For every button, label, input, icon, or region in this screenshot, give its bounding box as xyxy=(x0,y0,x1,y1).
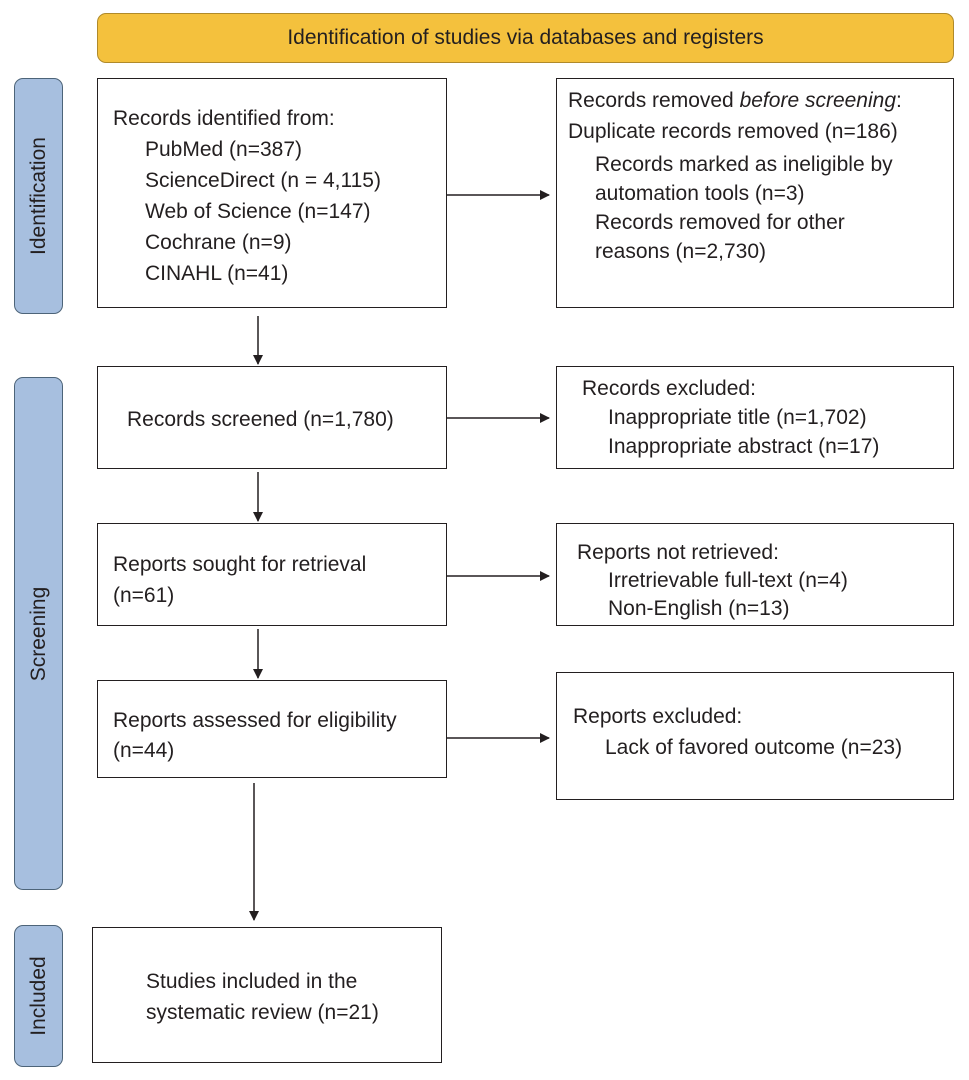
records-excluded-heading: Records excluded: xyxy=(582,377,756,400)
records-identified-heading: Records identified from: xyxy=(113,107,335,130)
duplicates-removed: Duplicate records removed (n=186) xyxy=(568,120,898,143)
source-cochrane: Cochrane (n=9) xyxy=(145,231,292,254)
source-cinahl: CINAHL (n=41) xyxy=(145,262,289,285)
records-removed-box: Records removed before screening: Duplic… xyxy=(556,78,954,308)
header-title: Identification of studies via databases … xyxy=(287,26,764,49)
source-sciencedirect: ScienceDirect (n = 4,115) xyxy=(145,169,381,192)
records-screened-label: Records screened (n=1,780) xyxy=(127,408,394,431)
source-web-of-science: Web of Science (n=147) xyxy=(145,200,371,223)
reports-not-retrieved-box: Reports not retrieved: Irretrievable ful… xyxy=(556,523,954,626)
header-bar: Identification of studies via databases … xyxy=(97,13,954,63)
ineligible-line-2: automation tools (n=3) xyxy=(595,182,805,205)
reports-assessed-line-1: Reports assessed for eligibility xyxy=(113,709,397,732)
reports-not-retrieved-heading: Reports not retrieved: xyxy=(577,541,779,564)
other-reasons-line-1: Records removed for other xyxy=(595,211,845,234)
phase-identification: Identification xyxy=(14,78,63,314)
reports-excluded-box: Reports excluded: Lack of favored outcom… xyxy=(556,672,954,800)
reports-sought-line-2: (n=61) xyxy=(113,584,175,607)
ineligible-line-1: Records marked as ineligible by xyxy=(595,153,893,176)
records-excluded-box: Records excluded: Inappropriate title (n… xyxy=(556,366,954,469)
excluded-title: Inappropriate title (n=1,702) xyxy=(608,406,867,429)
reports-sought-line-1: Reports sought for retrieval xyxy=(113,553,367,576)
phase-screening: Screening xyxy=(14,377,63,890)
excluded-abstract: Inappropriate abstract (n=17) xyxy=(608,435,880,458)
not-retrieved-fulltext: Irretrievable full-text (n=4) xyxy=(608,569,848,592)
studies-included-line-2: systematic review (n=21) xyxy=(146,1001,379,1024)
records-identified-box: Records identified from: PubMed (n=387) … xyxy=(97,78,447,308)
records-screened-box: Records screened (n=1,780) xyxy=(97,366,447,469)
source-pubmed: PubMed (n=387) xyxy=(145,138,303,161)
not-retrieved-non-english: Non-English (n=13) xyxy=(608,597,790,620)
studies-included-line-1: Studies included in the xyxy=(146,970,358,993)
other-reasons-line-2: reasons (n=2,730) xyxy=(595,240,767,263)
excluded-lack-of-outcome: Lack of favored outcome (n=23) xyxy=(605,736,903,759)
reports-sought-box: Reports sought for retrieval (n=61) xyxy=(97,523,447,626)
studies-included-box: Studies included in the systematic revie… xyxy=(92,927,442,1063)
reports-assessed-box: Reports assessed for eligibility (n=44) xyxy=(97,680,447,778)
phase-included: Included xyxy=(14,925,63,1067)
records-removed-heading: Records removed before screening: xyxy=(568,89,902,112)
reports-assessed-line-2: (n=44) xyxy=(113,739,175,762)
reports-excluded-heading: Reports excluded: xyxy=(573,705,743,728)
